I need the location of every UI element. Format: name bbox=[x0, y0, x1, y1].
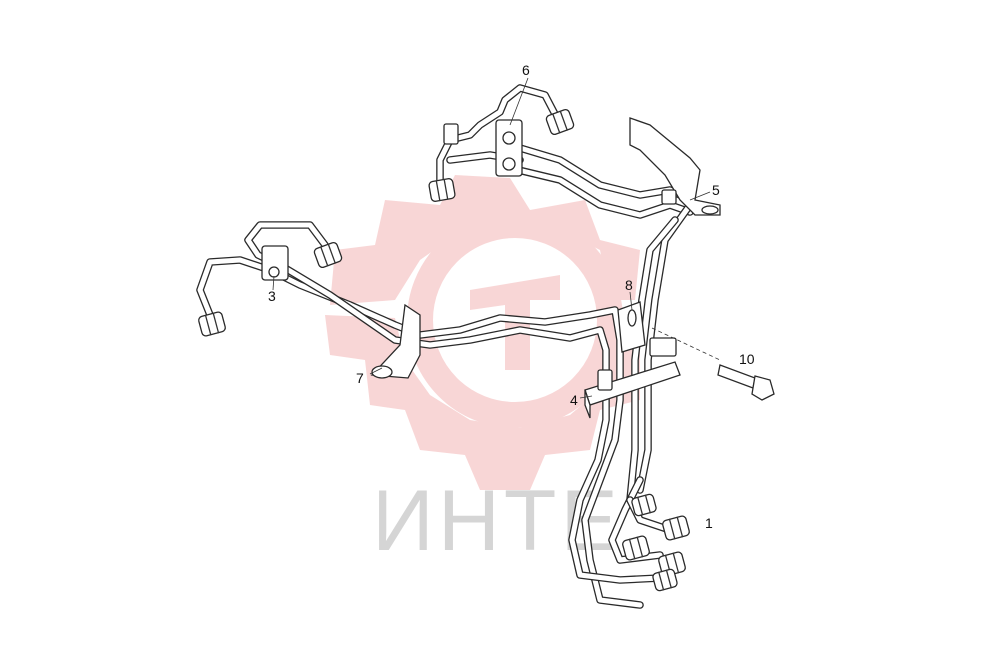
nut-top-left bbox=[428, 178, 456, 202]
bracket-7 bbox=[370, 303, 421, 379]
bracket-5 bbox=[629, 117, 721, 216]
callout-7: 7 bbox=[356, 370, 364, 386]
callout-5: 5 bbox=[712, 182, 720, 198]
clamp-3 bbox=[261, 245, 289, 281]
callout-8: 8 bbox=[625, 277, 633, 293]
nut-left-upper bbox=[313, 241, 343, 269]
fitting-nuts bbox=[198, 108, 690, 592]
nut-bottom-4 bbox=[631, 493, 657, 517]
callout-10: 10 bbox=[739, 351, 755, 367]
callout-labels: 1 3 4 5 6 7 8 10 bbox=[268, 62, 755, 531]
callout-4: 4 bbox=[570, 392, 578, 408]
nut-left-lower bbox=[198, 311, 226, 337]
clamp-6 bbox=[443, 119, 523, 177]
nut-bottom-3 bbox=[622, 535, 650, 561]
nut-top-right bbox=[545, 108, 575, 136]
clamp-4 bbox=[584, 337, 681, 419]
bolt-10 bbox=[651, 327, 775, 401]
nut-bottom-1 bbox=[662, 515, 690, 541]
callout-3: 3 bbox=[268, 288, 276, 304]
callout-leaders bbox=[272, 77, 711, 399]
callout-1: 1 bbox=[705, 515, 713, 531]
nut-bottom-5 bbox=[652, 568, 678, 592]
callout-6: 6 bbox=[522, 62, 530, 78]
plate-8 bbox=[617, 301, 646, 353]
